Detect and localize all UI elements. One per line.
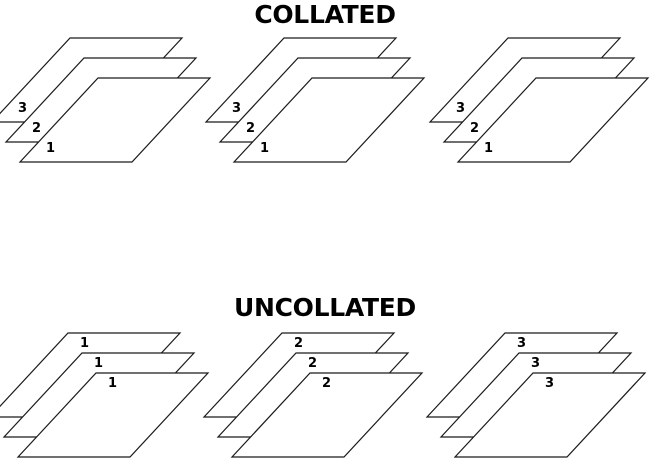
uncollated-heading: UNCOLLATED	[234, 293, 416, 322]
page-number-label: 2	[470, 121, 479, 136]
paper-sheet	[16, 372, 210, 458]
page-number-label: 1	[260, 141, 269, 156]
page-number-label: 2	[322, 376, 331, 391]
page-number-label: 1	[80, 336, 89, 351]
page-number-label: 3	[517, 336, 526, 351]
paper-stack-uncollated-1: 111	[0, 332, 210, 458]
page-number-label: 3	[545, 376, 554, 391]
paper-stack-collated-3: 321	[428, 37, 650, 163]
page-number-label: 3	[531, 356, 540, 371]
page-number-label: 2	[308, 356, 317, 371]
page-number-label: 2	[246, 121, 255, 136]
page-number-label: 3	[18, 101, 27, 116]
page-number-label: 2	[294, 336, 303, 351]
page-number-label: 3	[232, 101, 241, 116]
page-number-label: 1	[94, 356, 103, 371]
paper-sheet	[456, 77, 650, 163]
page-number-label: 2	[32, 121, 41, 136]
paper-sheet	[230, 372, 424, 458]
page-number-label: 1	[108, 376, 117, 391]
page-number-label: 1	[484, 141, 493, 156]
page-number-label: 3	[456, 101, 465, 116]
paper-sheet	[232, 77, 426, 163]
paper-stack-collated-1: 321	[0, 37, 212, 163]
paper-sheet	[453, 372, 647, 458]
paper-stack-uncollated-3: 333	[425, 332, 647, 458]
page-number-label: 1	[46, 141, 55, 156]
paper-sheet	[18, 77, 212, 163]
paper-stack-uncollated-2: 222	[202, 332, 424, 458]
collated-heading: COLLATED	[254, 0, 396, 29]
paper-stack-collated-2: 321	[204, 37, 426, 163]
